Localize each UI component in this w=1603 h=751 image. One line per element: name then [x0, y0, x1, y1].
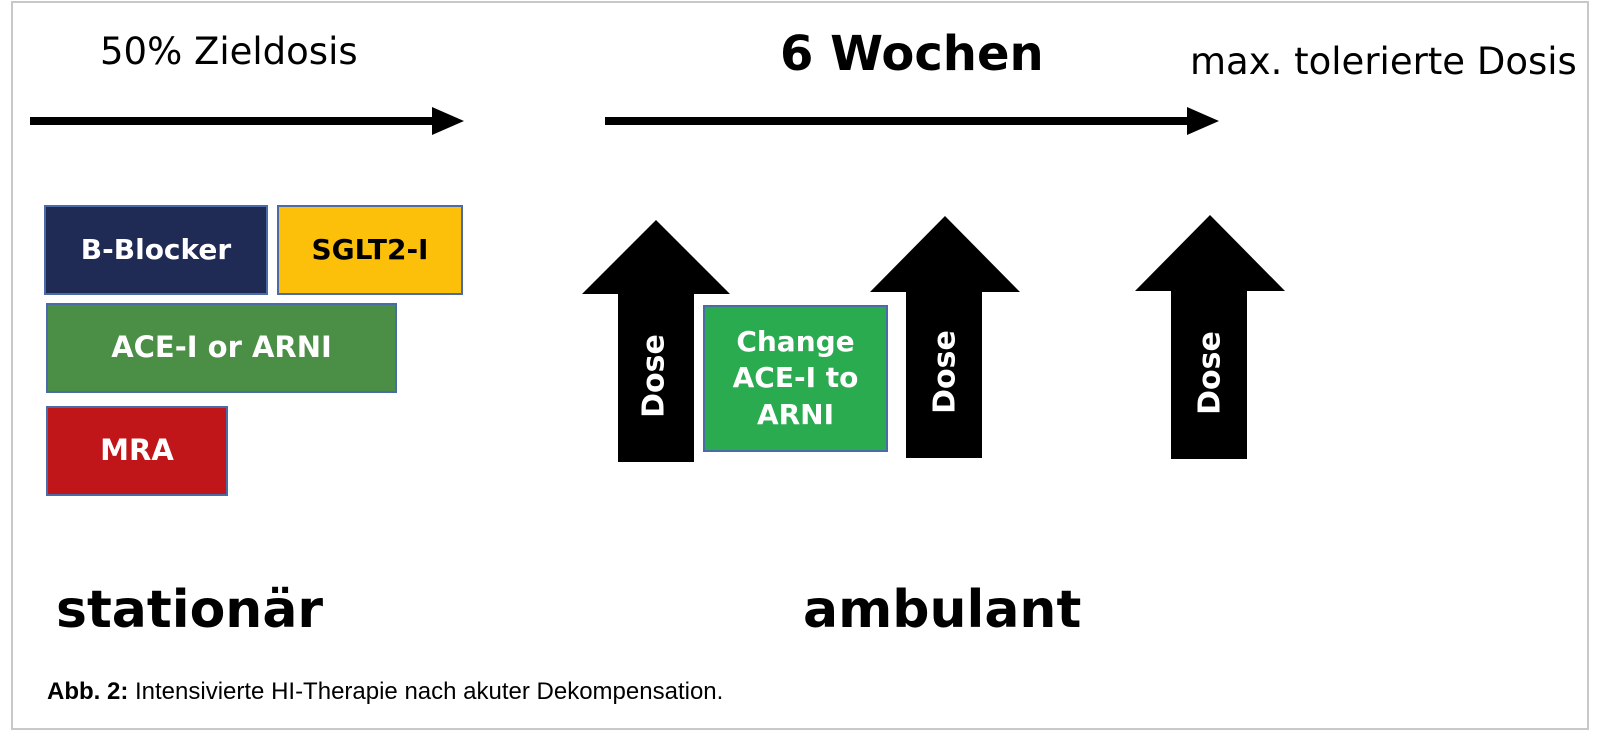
inpatient-phase-label: stationär: [56, 580, 324, 640]
figure-caption: Abb. 2: Intensivierte HI-Therapie nach a…: [47, 678, 723, 706]
drug-box-ace-i-or-arni: ACE-I or ARNI: [46, 303, 397, 393]
dose-arrow-3: [1135, 215, 1285, 459]
dose-label-3: Dose: [1192, 331, 1228, 415]
target-dose-label: 50% Zieldosis: [100, 30, 358, 73]
drug-box-b-blocker: B-Blocker: [44, 205, 268, 295]
caption-prefix: Abb. 2:: [47, 678, 129, 705]
max-dose-label: max. tolerierte Dosis: [1190, 40, 1577, 83]
caption-text: Intensivierte HI-Therapie nach akuter De…: [128, 678, 724, 705]
inpatient-timeline-arrow: [30, 107, 464, 135]
drug-box-sglt2-i: SGLT2-I: [277, 205, 463, 295]
duration-label: 6 Wochen: [780, 26, 1044, 82]
change-ace-i-to-arni-box: Change ACE-I to ARNI: [703, 305, 888, 452]
dose-arrow-1: [582, 220, 730, 462]
outpatient-timeline-arrow: [605, 107, 1219, 135]
drug-box-mra: MRA: [46, 406, 228, 496]
dose-label-2: Dose: [927, 330, 963, 414]
dose-label-1: Dose: [636, 334, 672, 418]
outpatient-phase-label: ambulant: [803, 580, 1082, 640]
dose-arrow-2: [870, 216, 1020, 458]
